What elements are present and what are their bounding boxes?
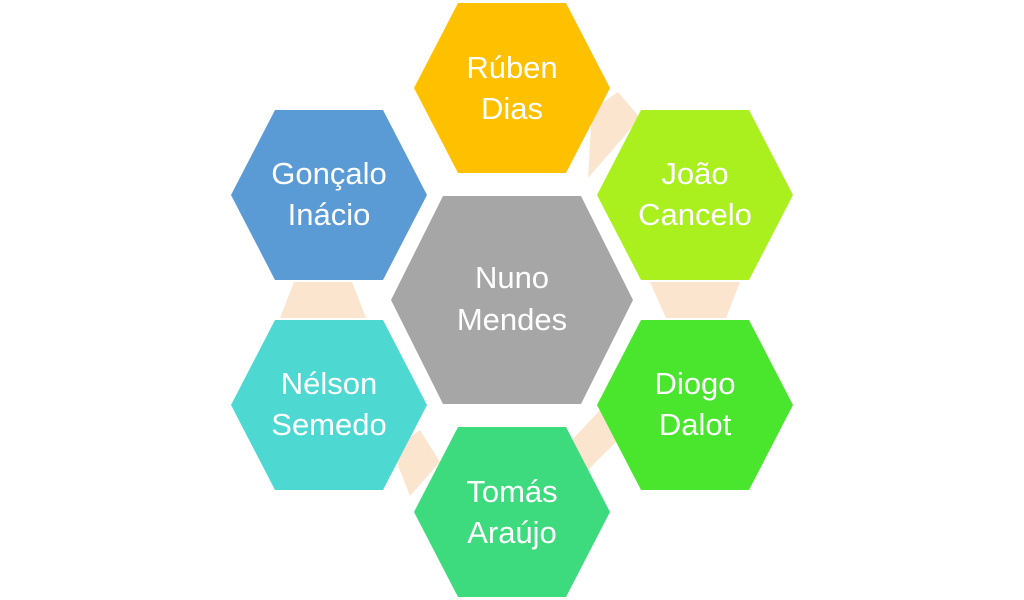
hexagon-upper-right-line1: João (661, 156, 728, 191)
hexagon-upper-left: Gonçalo Inácio (231, 110, 427, 280)
hexagon-lower-left-line2: Semedo (271, 407, 386, 442)
hexagon-upper-left-shape (231, 110, 427, 280)
hexagon-top-line1: Rúben (466, 50, 557, 85)
hexagon-upper-right-line2: Cancelo (638, 197, 752, 232)
hexagon-center-line1: Nuno (475, 260, 549, 295)
hexagon-lower-left-shape (231, 320, 427, 490)
hexagon-upper-right-shape (597, 110, 793, 280)
hexagon-center-line2: Mendes (457, 302, 567, 337)
hexagon-lower-right-line1: Diogo (655, 366, 736, 401)
hexagon-upper-right: João Cancelo (597, 110, 793, 280)
hexagon-center: Nuno Mendes (391, 196, 633, 404)
hexagon-bottom-line2: Araújo (467, 515, 557, 550)
connector-lower-right-bottom (572, 410, 618, 470)
hexagon-top-line2: Dias (481, 91, 543, 126)
connector-lower-left-upper-left (280, 282, 366, 318)
hexagon-top: Rúben Dias (414, 3, 610, 173)
hexagon-lower-right: Diogo Dalot (597, 320, 793, 490)
hexagon-upper-left-line2: Inácio (288, 197, 371, 232)
hexagon-lower-right-line2: Dalot (659, 407, 732, 442)
connector-top-upper-right (588, 92, 640, 178)
hexagon-bottom: Tomás Araújo (414, 427, 610, 597)
hexagon-lower-left: Nélson Semedo (231, 320, 427, 490)
hexagon-top-shape (414, 3, 610, 173)
hexagon-bottom-line1: Tomás (466, 474, 557, 509)
connector-upper-right-lower-right (650, 282, 740, 318)
hexagon-upper-left-line1: Gonçalo (271, 156, 386, 191)
hexagon-lower-left-line1: Nélson (281, 366, 378, 401)
hexagon-lower-right-shape (597, 320, 793, 490)
hexagon-bottom-shape (414, 427, 610, 597)
hexagon-center-shape (391, 196, 633, 404)
